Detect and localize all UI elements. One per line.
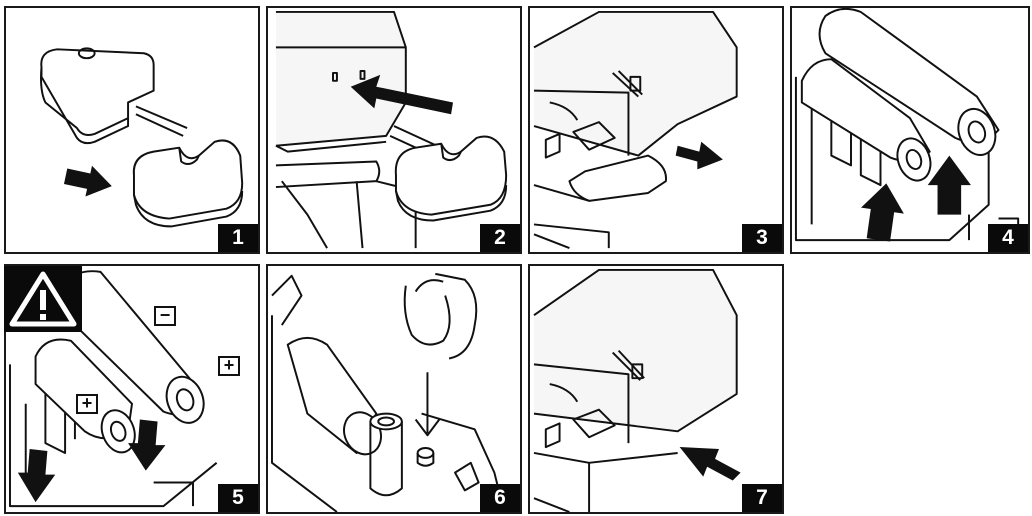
step-6-illustration	[271, 272, 506, 512]
step-number-badge: 4	[988, 224, 1028, 252]
step-1-illustration	[40, 47, 244, 228]
step-6-panel: 6	[266, 264, 522, 514]
step-7-panel: 7	[528, 264, 784, 514]
step-2-illustration	[275, 10, 508, 249]
step-3-illustration	[533, 10, 738, 249]
step-3-panel: 3	[528, 6, 784, 254]
step-5-panel: − + + 5	[4, 264, 260, 514]
step-number-badge: 7	[742, 484, 782, 512]
step-number-badge: 3	[742, 224, 782, 252]
plus-terminal-label: +	[76, 394, 98, 414]
step-7-illustration	[533, 268, 741, 512]
step-number-badge: 2	[480, 224, 520, 252]
warning-icon	[4, 266, 82, 332]
step-2-panel: 2	[266, 6, 522, 254]
step-1-panel: 1	[4, 6, 260, 254]
step-number-badge: 5	[218, 484, 258, 512]
plus-terminal-label: +	[218, 356, 240, 376]
step-number-badge: 6	[480, 484, 520, 512]
step-5-illustration	[9, 270, 218, 508]
step-4-illustration	[794, 8, 1020, 250]
step-number-badge: 1	[218, 224, 258, 252]
minus-terminal-label: −	[154, 306, 176, 326]
step-4-panel: 4	[790, 6, 1030, 254]
